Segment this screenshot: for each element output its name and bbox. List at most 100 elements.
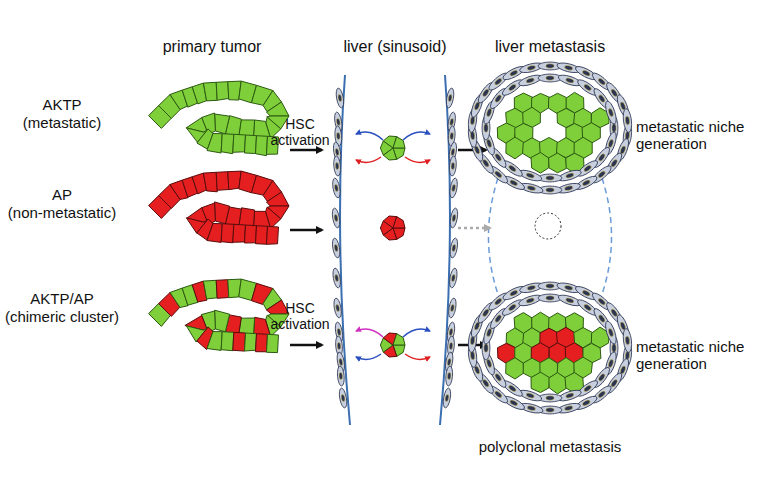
signal-arrow [356,132,383,140]
hsc-nucleus [509,289,518,297]
row-label: AP [52,186,72,203]
hsc-nucleus [447,358,452,366]
hsc-cell [557,388,582,403]
hsc-nucleus [610,88,618,97]
metastasis-cell [531,153,549,174]
flow-arrow [290,344,322,347]
hsc-nucleus [625,116,630,125]
hsc-nucleus [583,384,592,392]
hsc-nucleus [582,399,591,407]
tumor-cell [245,135,257,154]
row-label: (non-metastatic) [8,204,116,221]
annotation: HSC activation [268,116,332,148]
hsc-nucleus [564,65,573,71]
tumor-cell [203,172,217,192]
hsc-nucleus [608,108,615,117]
tumor-cell [216,172,229,191]
annotation: HSC activation [268,300,332,332]
hsc-nucleus [526,172,535,179]
hsc-nucleus [598,314,606,323]
hsc-nucleus [608,139,615,148]
metastasis-cell [506,137,524,159]
hsc-nucleus [526,297,535,304]
hsc-nucleus [452,214,457,222]
hsc-nucleus [509,399,518,407]
hsc-cell [335,88,345,109]
tumor-cell [267,102,290,116]
hsc-cell [333,156,341,176]
hsc-nucleus [494,77,503,86]
hsc-nucleus [494,297,503,306]
dead-cluster [535,213,561,239]
hsc-nucleus [451,162,455,169]
hsc-nucleus [494,314,502,323]
metastasis-cell [549,153,567,173]
hsc-nucleus [564,185,573,191]
hsc-nucleus [582,289,591,297]
hsc-nucleus [335,304,340,312]
hsc-cell [518,293,543,308]
hsc-nucleus [482,88,490,97]
signal-arrow [356,354,381,359]
hsc-nucleus [334,214,339,222]
hsc-nucleus [546,396,554,400]
hsc-nucleus [341,394,346,402]
column-header: primary tumor [163,38,262,56]
flow-arrow [290,229,322,232]
hsc-cell [622,108,633,133]
hsc-cell [603,100,618,125]
hsc-nucleus [546,76,554,80]
hsc-nucleus [598,153,606,162]
hsc-nucleus [583,303,592,311]
hsc-nucleus [447,372,451,379]
signal-arrow [405,354,430,359]
tumor-cell [207,224,222,243]
annotation: metastatic niche generation [636,118,748,153]
row-label: (chimeric cluster) [5,308,119,325]
row-label: AKTP/AP [30,290,93,307]
tumor-cell [233,134,246,152]
hsc-cell [331,238,341,259]
ctc-cell [393,217,405,228]
tumor-cell [245,225,257,243]
row-label: AKTP [42,96,81,113]
hsc-cell [445,366,453,386]
hsc-nucleus [482,159,490,168]
column-header: liver (sinusoid) [343,38,446,56]
hsc-nucleus [612,124,616,132]
hsc-cell [557,168,582,183]
signal-arrow [403,132,430,140]
blocked-arrow [458,227,490,230]
hsc-nucleus [527,285,536,291]
signal-arrow [403,329,430,337]
hsc-nucleus [565,392,574,399]
hsc-nucleus [508,384,517,392]
hsc-nucleus [451,274,456,282]
hsc-nucleus [597,77,606,86]
hsc-nucleus [546,64,554,68]
hsc-nucleus [582,69,591,77]
hsc-nucleus [582,179,591,187]
hsc-nucleus [597,390,606,399]
hsc-nucleus [625,336,630,345]
hsc-nucleus [598,373,606,382]
tumor-cell [215,202,230,224]
niche-outline [488,178,500,300]
hsc-cell [449,156,457,176]
tumor-cell [216,280,229,299]
hsc-nucleus [451,184,456,192]
hsc-nucleus [508,164,517,172]
hsc-nucleus [448,94,453,102]
hsc-nucleus [546,296,554,300]
ctc-cell [393,137,405,148]
flow-arrow [290,149,322,152]
tumor-cell [221,134,234,154]
hsc-cell [449,238,459,259]
hsc-nucleus [608,359,615,368]
hsc-nucleus [449,342,453,349]
hsc-nucleus [608,328,615,337]
tumor-cell [233,332,246,351]
hsc-cell [603,320,618,345]
